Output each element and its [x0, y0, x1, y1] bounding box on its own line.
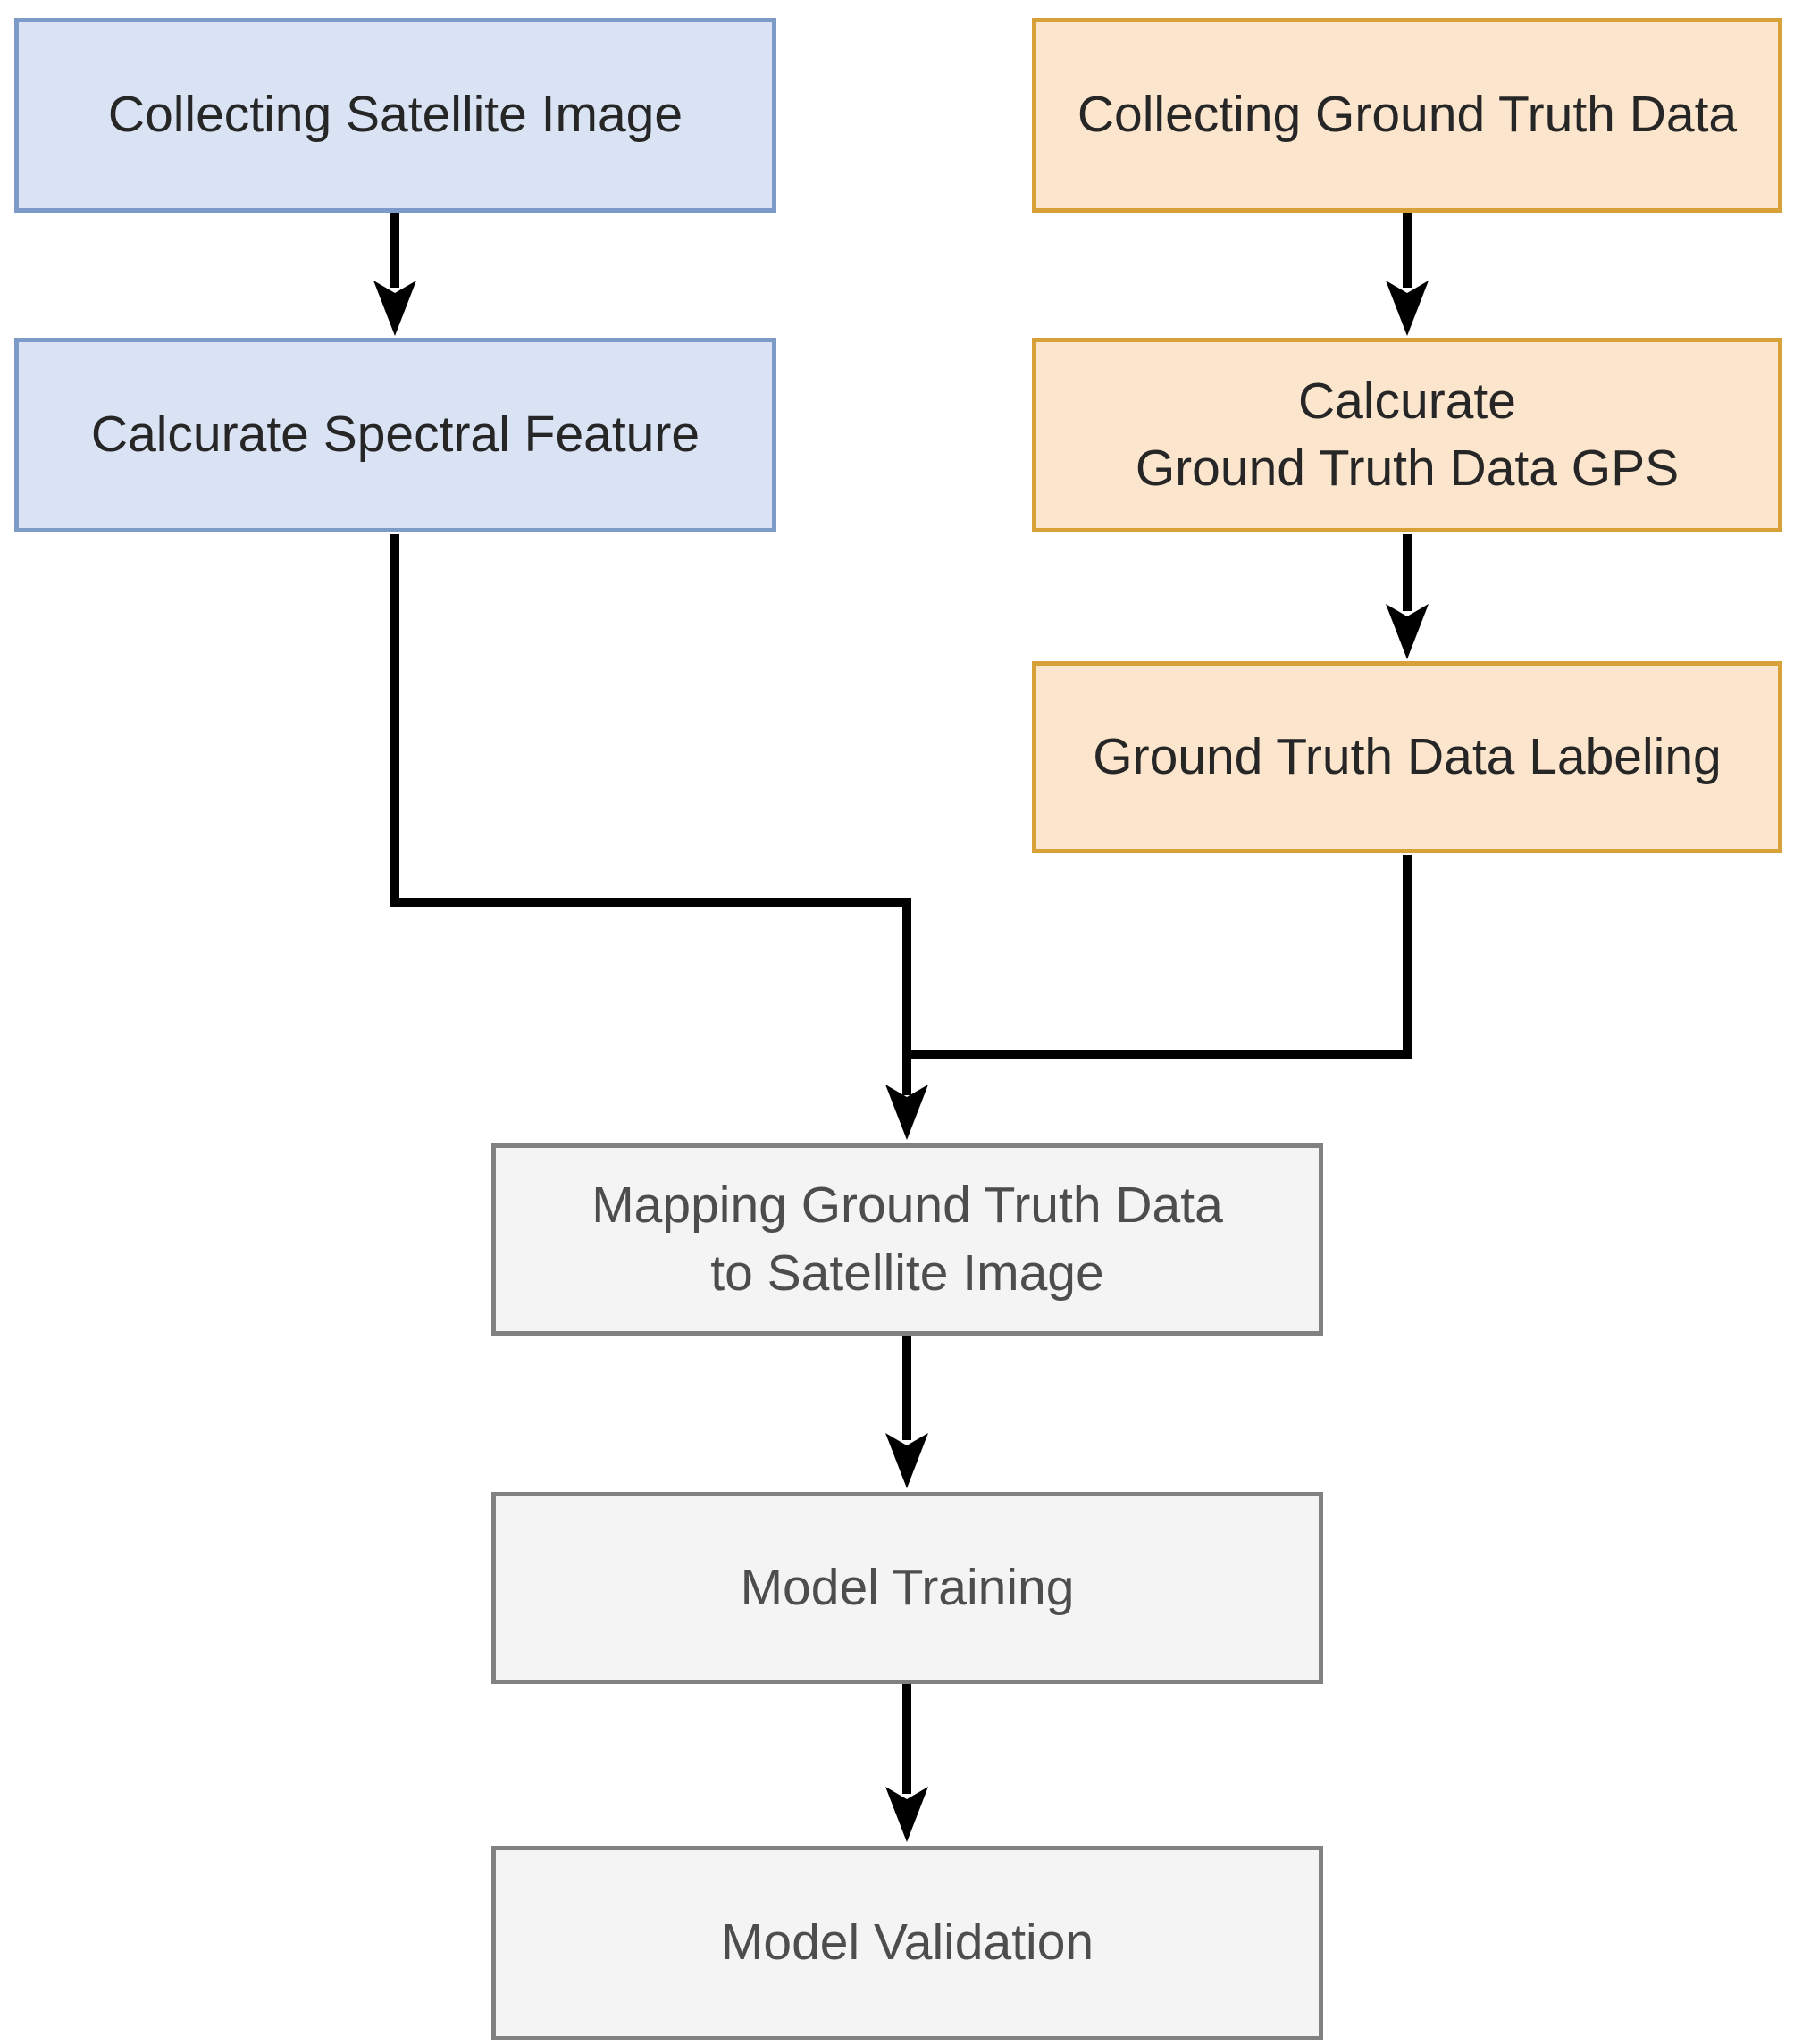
- node-collecting-satellite-image: Collecting Satellite Image: [14, 18, 776, 213]
- node-label: Model Validation: [720, 1914, 1094, 1972]
- edge-gps-to-labeling-arrow: [1386, 534, 1429, 659]
- node-collecting-ground-truth-data: Collecting Ground Truth Data: [1032, 18, 1782, 213]
- node-mapping-ground-truth-data: Mapping Ground Truth Data to Satellite I…: [491, 1143, 1323, 1336]
- edge-mapping-to-training-arrow: [885, 1336, 928, 1488]
- node-label: Ground Truth Data Labeling: [1093, 727, 1722, 785]
- node-calcurate-ground-truth-data-gps: Calcurate Ground Truth Data GPS: [1032, 338, 1782, 532]
- node-label: Collecting Satellite Image: [107, 86, 683, 144]
- edge-labeling-to-merge-line: [902, 855, 1412, 1059]
- node-label: Model Training: [740, 1558, 1075, 1616]
- node-label: Mapping Ground Truth Data to Satellite I…: [591, 1177, 1223, 1302]
- node-model-validation: Model Validation: [491, 1846, 1323, 2040]
- node-label: Calcurate Spectral Feature: [90, 406, 700, 464]
- edge-satellite-to-spectral-arrow: [373, 213, 416, 336]
- edge-training-to-validation-arrow: [885, 1684, 928, 1842]
- node-ground-truth-data-labeling: Ground Truth Data Labeling: [1032, 661, 1782, 853]
- node-label: Calcurate Ground Truth Data GPS: [1135, 372, 1680, 497]
- node-model-training: Model Training: [491, 1492, 1323, 1684]
- node-calcurate-spectral-feature: Calcurate Spectral Feature: [14, 338, 776, 532]
- node-label: Collecting Ground Truth Data: [1077, 86, 1738, 144]
- edge-groundtruth-to-gps-arrow: [1386, 213, 1429, 336]
- edge-spectral-to-mapping-arrow: [390, 534, 928, 1140]
